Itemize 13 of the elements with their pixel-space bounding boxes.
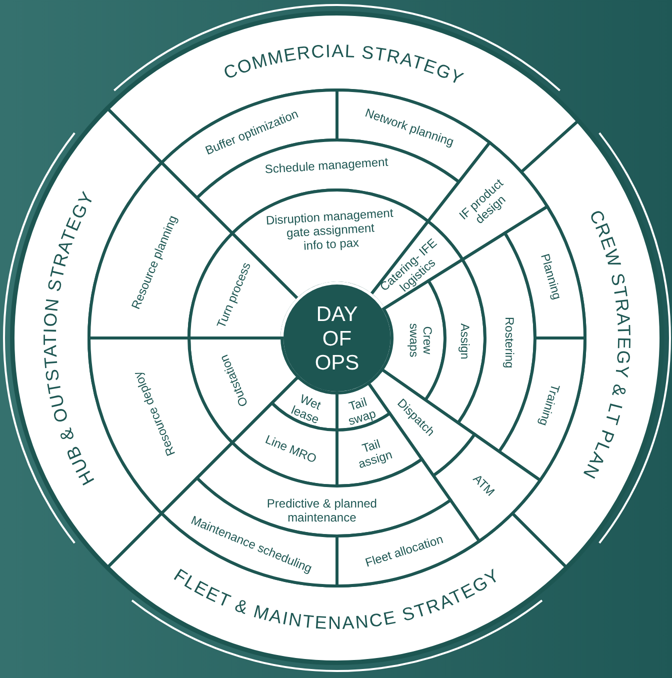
segment-label: Assign [458, 323, 472, 360]
hub-label: DAY OF OPS [314, 303, 360, 374]
segment-label: Planning [538, 252, 564, 301]
segment-label: Tail assign [356, 436, 394, 472]
segment-label: Schedule management [264, 154, 388, 176]
segment-label: Rostering [502, 316, 517, 368]
segment-label: Tail swap [346, 394, 378, 428]
segment-label: Predictive & planned maintenance [266, 496, 377, 524]
segment-label: Wet lease [289, 392, 323, 427]
segment-label: Crew swaps [406, 323, 435, 358]
segment-label: Line MRO [263, 432, 319, 466]
segment-label: ATM [470, 472, 498, 499]
segment-label: Disruption management gate assignment info to pax [266, 206, 394, 253]
